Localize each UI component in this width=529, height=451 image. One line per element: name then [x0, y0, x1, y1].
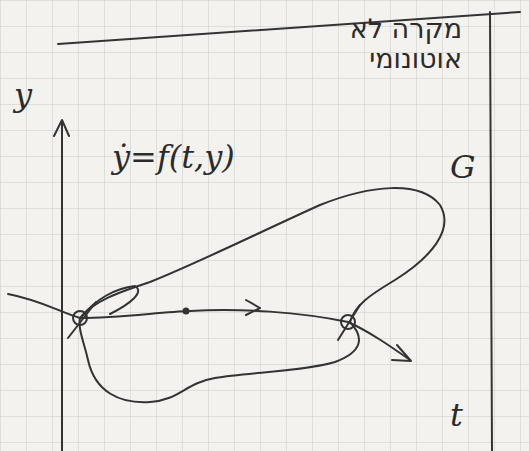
region-label: G — [450, 150, 476, 185]
tick-mark — [338, 305, 360, 340]
equation: ẏ=f(t,y) — [112, 140, 235, 175]
right-rule — [490, 12, 492, 451]
point — [341, 315, 355, 329]
small-lobe — [82, 286, 138, 316]
title-note: מקרה לא אוטונומי — [312, 14, 462, 73]
arrowhead — [246, 300, 260, 315]
y-axis — [54, 120, 69, 451]
tick-mark — [68, 302, 96, 338]
solution-curve — [8, 294, 410, 360]
dot — [183, 308, 190, 315]
arrowhead — [392, 345, 411, 361]
region-g — [80, 188, 445, 402]
initial-point — [73, 311, 87, 325]
axis-label: t — [450, 398, 463, 433]
axis-label: y — [14, 78, 32, 113]
